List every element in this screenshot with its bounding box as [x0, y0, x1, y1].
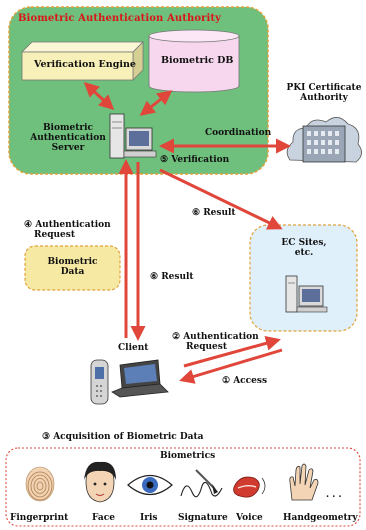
server-label-line1: Biometric — [42, 123, 94, 133]
biometric-db-cylinder — [148, 29, 240, 93]
acquisition-label: ③ Acquisition of Biometric Data — [42, 432, 204, 442]
auth-request-left-line2: Request — [34, 230, 75, 240]
arrow-result-ec — [159, 168, 283, 230]
ec-sites-line1: EC Sites, — [281, 238, 327, 248]
ec-sites-label: EC Sites, etc. — [272, 238, 336, 258]
auth-request-left-label: ④ Authentication Request — [24, 220, 111, 240]
arrow-access — [179, 348, 283, 384]
biometric-data-line2: Data — [60, 267, 85, 277]
verification-label: ⑤ Verification — [160, 155, 230, 165]
access-label: ① Access — [222, 376, 268, 386]
phone-icon — [90, 359, 109, 405]
auth-request-right-line2: Request — [186, 342, 227, 352]
arrow-engine-server — [83, 81, 115, 111]
coordination-label: Coordination — [205, 128, 272, 138]
biometric-item-fingerprint: Fingerprint — [10, 513, 69, 523]
server-label-line2: Authentication — [30, 133, 106, 143]
ec-server-icon — [285, 275, 328, 313]
auth-request-right-label: ② Authentication Request — [172, 332, 259, 352]
face-icon — [84, 461, 116, 503]
pki-label-line2: Authority — [300, 93, 348, 103]
biometric-item-voice: Voice — [236, 513, 263, 523]
biometric-item-face: Face — [92, 513, 115, 523]
biometric-db-label: Biometric DB — [161, 55, 234, 66]
arrow-auth-request-right — [183, 335, 281, 368]
arrow-db-server — [139, 90, 173, 116]
iris-icon — [127, 474, 173, 496]
auth-request-right-line1: ② Authentication — [172, 332, 259, 342]
biometric-item-handgeometry: Handgeometry — [283, 513, 358, 523]
voice-icon — [233, 476, 266, 498]
laptop-icon — [111, 359, 169, 398]
fingerprint-icon — [25, 466, 55, 502]
hand-icon — [289, 463, 319, 501]
result-ec-label: ⑥ Result — [192, 208, 236, 218]
ec-sites-box — [249, 224, 358, 332]
server-computer-icon — [109, 113, 157, 159]
biometrics-more: . . . — [326, 490, 342, 500]
biometric-data-label: Biometric Data — [25, 257, 120, 277]
authority-title: Biometric Authentication Authority — [18, 13, 221, 24]
ec-sites-line2: etc. — [294, 248, 314, 258]
biometric-item-iris: Iris — [140, 513, 158, 523]
pki-building-icon — [286, 117, 362, 163]
biometric-data-line1: Biometric — [47, 257, 98, 267]
biometrics-title: Biometrics — [157, 451, 219, 461]
result-mid-label: ⑥ Result — [150, 272, 194, 282]
auth-request-left-line1: ④ Authentication — [24, 220, 111, 230]
verification-engine-label: Verification Engine — [34, 59, 136, 70]
server-label: Biometric Authentication Server — [28, 123, 108, 153]
pki-label-line1: PKI Certificate — [286, 83, 362, 93]
pki-label: PKI Certificate Authority — [282, 83, 366, 103]
biometric-data-box — [24, 245, 121, 291]
signature-icon — [180, 469, 223, 498]
verification-engine-box — [21, 41, 144, 81]
biometric-item-signature: Signature — [178, 513, 228, 523]
client-label: Client — [118, 343, 149, 353]
server-label-line3: Server — [51, 143, 85, 153]
